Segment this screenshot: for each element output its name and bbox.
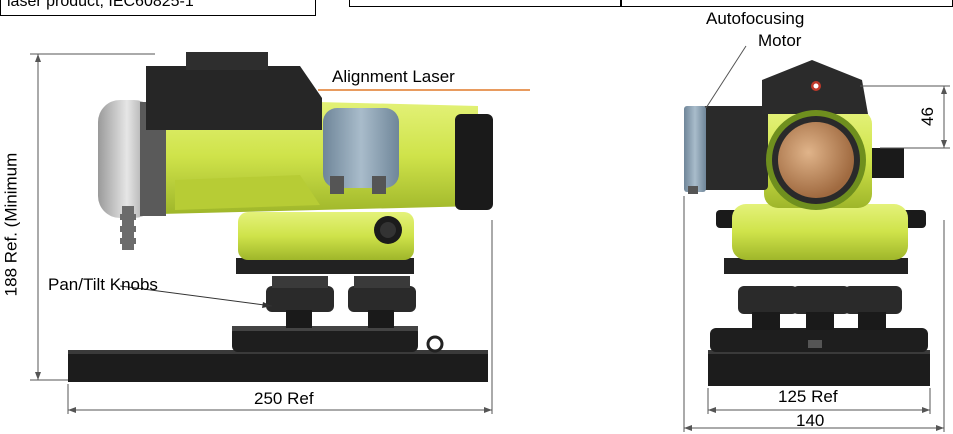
side-green-base: [238, 212, 414, 260]
side-hose: [120, 206, 136, 250]
width-250-label: 250 Ref: [254, 389, 314, 408]
front-knobs: [738, 286, 902, 330]
front-green-base: [732, 204, 908, 260]
height-dimension-label: 188 Ref. (Minimum: [1, 152, 21, 297]
eyepiece-46-label: 46: [917, 107, 937, 126]
side-knob-right: [348, 276, 416, 328]
autofocusing-label: Autofocusing: [706, 9, 805, 28]
pan-tilt-leader: [119, 285, 273, 307]
front-view: [684, 60, 930, 386]
side-knob-left: [266, 276, 334, 328]
front-side-cover: [684, 106, 706, 192]
front-base: [708, 350, 930, 386]
motor-label: Motor: [758, 31, 802, 50]
width-125-label: 125 Ref: [778, 387, 838, 406]
side-blue-cover: [323, 108, 399, 188]
side-base-plate: [68, 350, 488, 382]
front-lens: [778, 122, 854, 198]
side-laser-housing: [146, 66, 322, 130]
width-140-label: 140: [796, 411, 825, 430]
header-left-text: laser product, IEC60825-1: [7, 0, 194, 10]
pan-tilt-knobs-label: Pan/Tilt Knobs: [48, 275, 158, 294]
dimension-arrows: [35, 54, 947, 431]
header-box-left: laser product, IEC60825-1: [0, 0, 316, 16]
alignment-laser-label: Alignment Laser: [332, 67, 455, 86]
side-lower-base: [232, 326, 418, 352]
header-divider: [620, 0, 622, 7]
dimension-lines: [30, 53, 950, 432]
side-view: [68, 52, 493, 382]
front-motor-box: [702, 106, 768, 190]
autofocus-leader: [705, 45, 747, 109]
